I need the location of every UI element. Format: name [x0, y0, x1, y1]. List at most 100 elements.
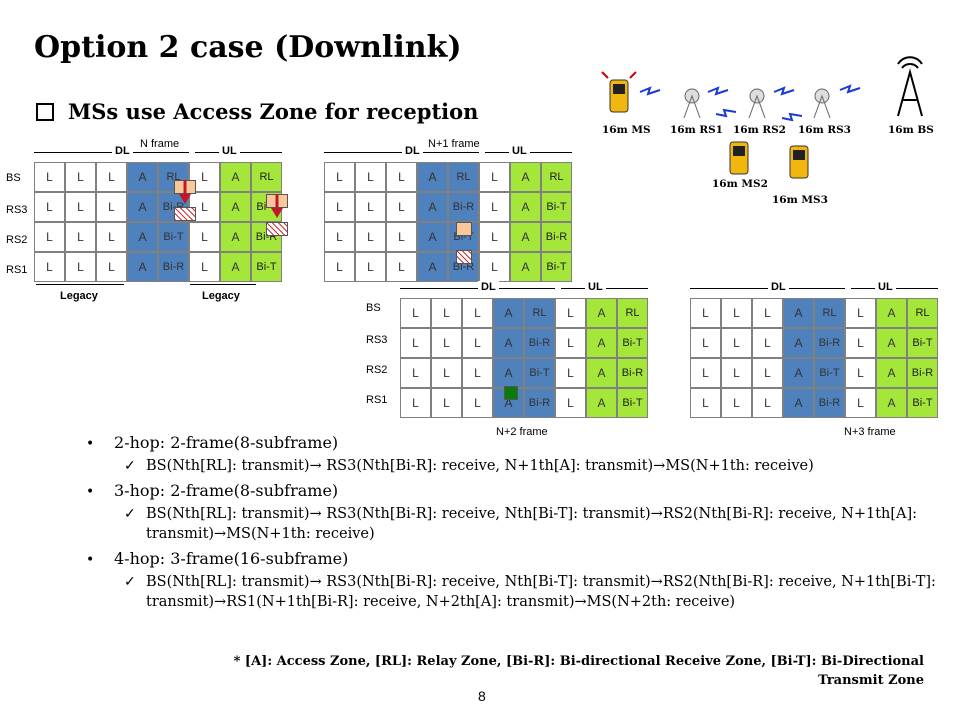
row-label-bs: BS — [6, 172, 21, 184]
dl-label: DL — [768, 281, 789, 293]
ms-phone-icon — [601, 71, 637, 113]
bullet-text: 2-hop: 2-frame(8-subframe) — [114, 433, 339, 452]
node-label-rs1: 16m RS1 — [670, 124, 723, 136]
frame-cell: A — [783, 328, 814, 358]
frame-cell: L — [355, 162, 386, 192]
bullet-detail-text: BS(Nth[RL]: transmit)→ RS3(Nth[Bi-R]: re… — [146, 574, 936, 610]
check-icon: ✓ — [124, 458, 136, 474]
frame-cell: L — [845, 358, 876, 388]
frame-cell: L — [462, 388, 493, 418]
bullet-text: 4-hop: 3-frame(16-subframe) — [114, 549, 349, 568]
frame-cell: Bi-R — [907, 358, 938, 388]
frame-cell: Bi-R — [814, 388, 845, 418]
ms3-phone-icon — [789, 145, 809, 179]
frame-cell: Bi-T — [524, 358, 555, 388]
frame-cell: L — [189, 222, 220, 252]
frame-cell: A — [783, 298, 814, 328]
frame-cell: L — [431, 298, 462, 328]
frame-cell: L — [462, 358, 493, 388]
page-number: 8 — [478, 688, 486, 704]
frame-cell: A — [127, 162, 158, 192]
frame-cell: L — [34, 252, 65, 282]
frame-cell: A — [586, 358, 617, 388]
frame-cell: Bi-T — [617, 328, 648, 358]
frame-cell: A — [510, 162, 541, 192]
wireless-link-icons — [639, 84, 861, 122]
frame-cell: A — [220, 222, 251, 252]
frame-cell: A — [127, 252, 158, 282]
frame-cell: L — [752, 328, 783, 358]
node-label-ms2: 16m MS2 — [712, 178, 768, 190]
frame-cell: A — [876, 298, 907, 328]
frame-cell: L — [65, 162, 96, 192]
frame-cell: RL — [617, 298, 648, 328]
node-label-ms: 16m MS — [602, 124, 651, 136]
frame-cell: L — [721, 388, 752, 418]
frame-cell: Bi-T — [814, 358, 845, 388]
frame-cell: L — [386, 252, 417, 282]
bullet-dot-icon: • — [86, 436, 95, 452]
frame-cell: L — [721, 298, 752, 328]
frame-cell: Bi-T — [907, 388, 938, 418]
bullet-detail: ✓ BS(Nth[RL]: transmit)→ RS3(Nth[Bi-R]: … — [124, 572, 936, 612]
frame-cell: Bi-T — [541, 252, 572, 282]
frame-cell: A — [510, 222, 541, 252]
frame-cell: L — [386, 222, 417, 252]
frame-cell: A — [417, 252, 448, 282]
frame-cell: L — [479, 192, 510, 222]
frame-cell: A — [493, 298, 524, 328]
bullet-list: • 2-hop: 2-frame(8-subframe) ✓ BS(Nth[RL… — [86, 432, 936, 616]
bs-tower-icon — [897, 56, 923, 117]
frame-cell: Bi-T — [251, 252, 282, 282]
dl-span-line — [34, 152, 189, 153]
bullet-dot-icon: • — [86, 484, 95, 500]
frame-cell: L — [462, 328, 493, 358]
footnote-line-2: Transmit Zone — [818, 673, 924, 688]
bullet-detail-text: BS(Nth[RL]: transmit)→ RS3(Nth[Bi-R]: re… — [146, 506, 918, 542]
bullet-item: • 2-hop: 2-frame(8-subframe) — [86, 432, 936, 455]
frame-cell: A — [220, 192, 251, 222]
frame-cell: Bi-R — [448, 192, 479, 222]
frame-cell: L — [462, 298, 493, 328]
frame-cell: L — [690, 328, 721, 358]
frame-cell: L — [96, 192, 127, 222]
frame-cell: A — [876, 328, 907, 358]
hatched-marker — [456, 250, 472, 264]
dl-span-line — [400, 288, 555, 289]
bullet-item: • 4-hop: 3-frame(16-subframe) — [86, 548, 936, 571]
frame-cell: L — [34, 192, 65, 222]
frame-cell: L — [65, 192, 96, 222]
frame-cell: L — [845, 328, 876, 358]
ul-label: UL — [585, 281, 606, 293]
topology-diagram — [601, 56, 923, 179]
frame-cell: L — [189, 252, 220, 282]
subtitle-text: MSs use Access Zone for reception — [68, 99, 479, 124]
frame-cell: Bi-T — [541, 192, 572, 222]
frame-cell: L — [400, 328, 431, 358]
frame-cell: RL — [448, 162, 479, 192]
row-label-rs1: RS1 — [6, 264, 28, 276]
dl-span-line — [324, 152, 479, 153]
frame-cell: L — [555, 328, 586, 358]
slide-title: Option 2 case (Downlink) — [34, 30, 462, 65]
frame-cell: Bi-R — [158, 252, 189, 282]
row-label-rs2-lower: RS2 — [366, 364, 388, 376]
dl-label: DL — [112, 145, 133, 157]
row-label-bs-lower: BS — [366, 302, 381, 314]
frame-cell: L — [721, 328, 752, 358]
frame-cell: RL — [907, 298, 938, 328]
frame-cell: A — [417, 222, 448, 252]
frame-cell: RL — [251, 162, 282, 192]
frame-cell: L — [324, 222, 355, 252]
frame-cell: L — [690, 388, 721, 418]
frame-cell: Bi-R — [541, 222, 572, 252]
rs1-tower-icon — [683, 88, 701, 119]
bullet-detail: ✓ BS(Nth[RL]: transmit)→ RS3(Nth[Bi-R]: … — [124, 456, 936, 476]
frame-cell: L — [555, 298, 586, 328]
node-label-ms3: 16m MS3 — [772, 194, 828, 206]
legacy-span-arrow — [190, 284, 256, 285]
frame-cell: L — [386, 192, 417, 222]
frame-cell: A — [417, 162, 448, 192]
footnote-line-1: * [A]: Access Zone, [RL]: Relay Zone, [B… — [233, 654, 924, 669]
hatched-marker — [174, 207, 196, 221]
